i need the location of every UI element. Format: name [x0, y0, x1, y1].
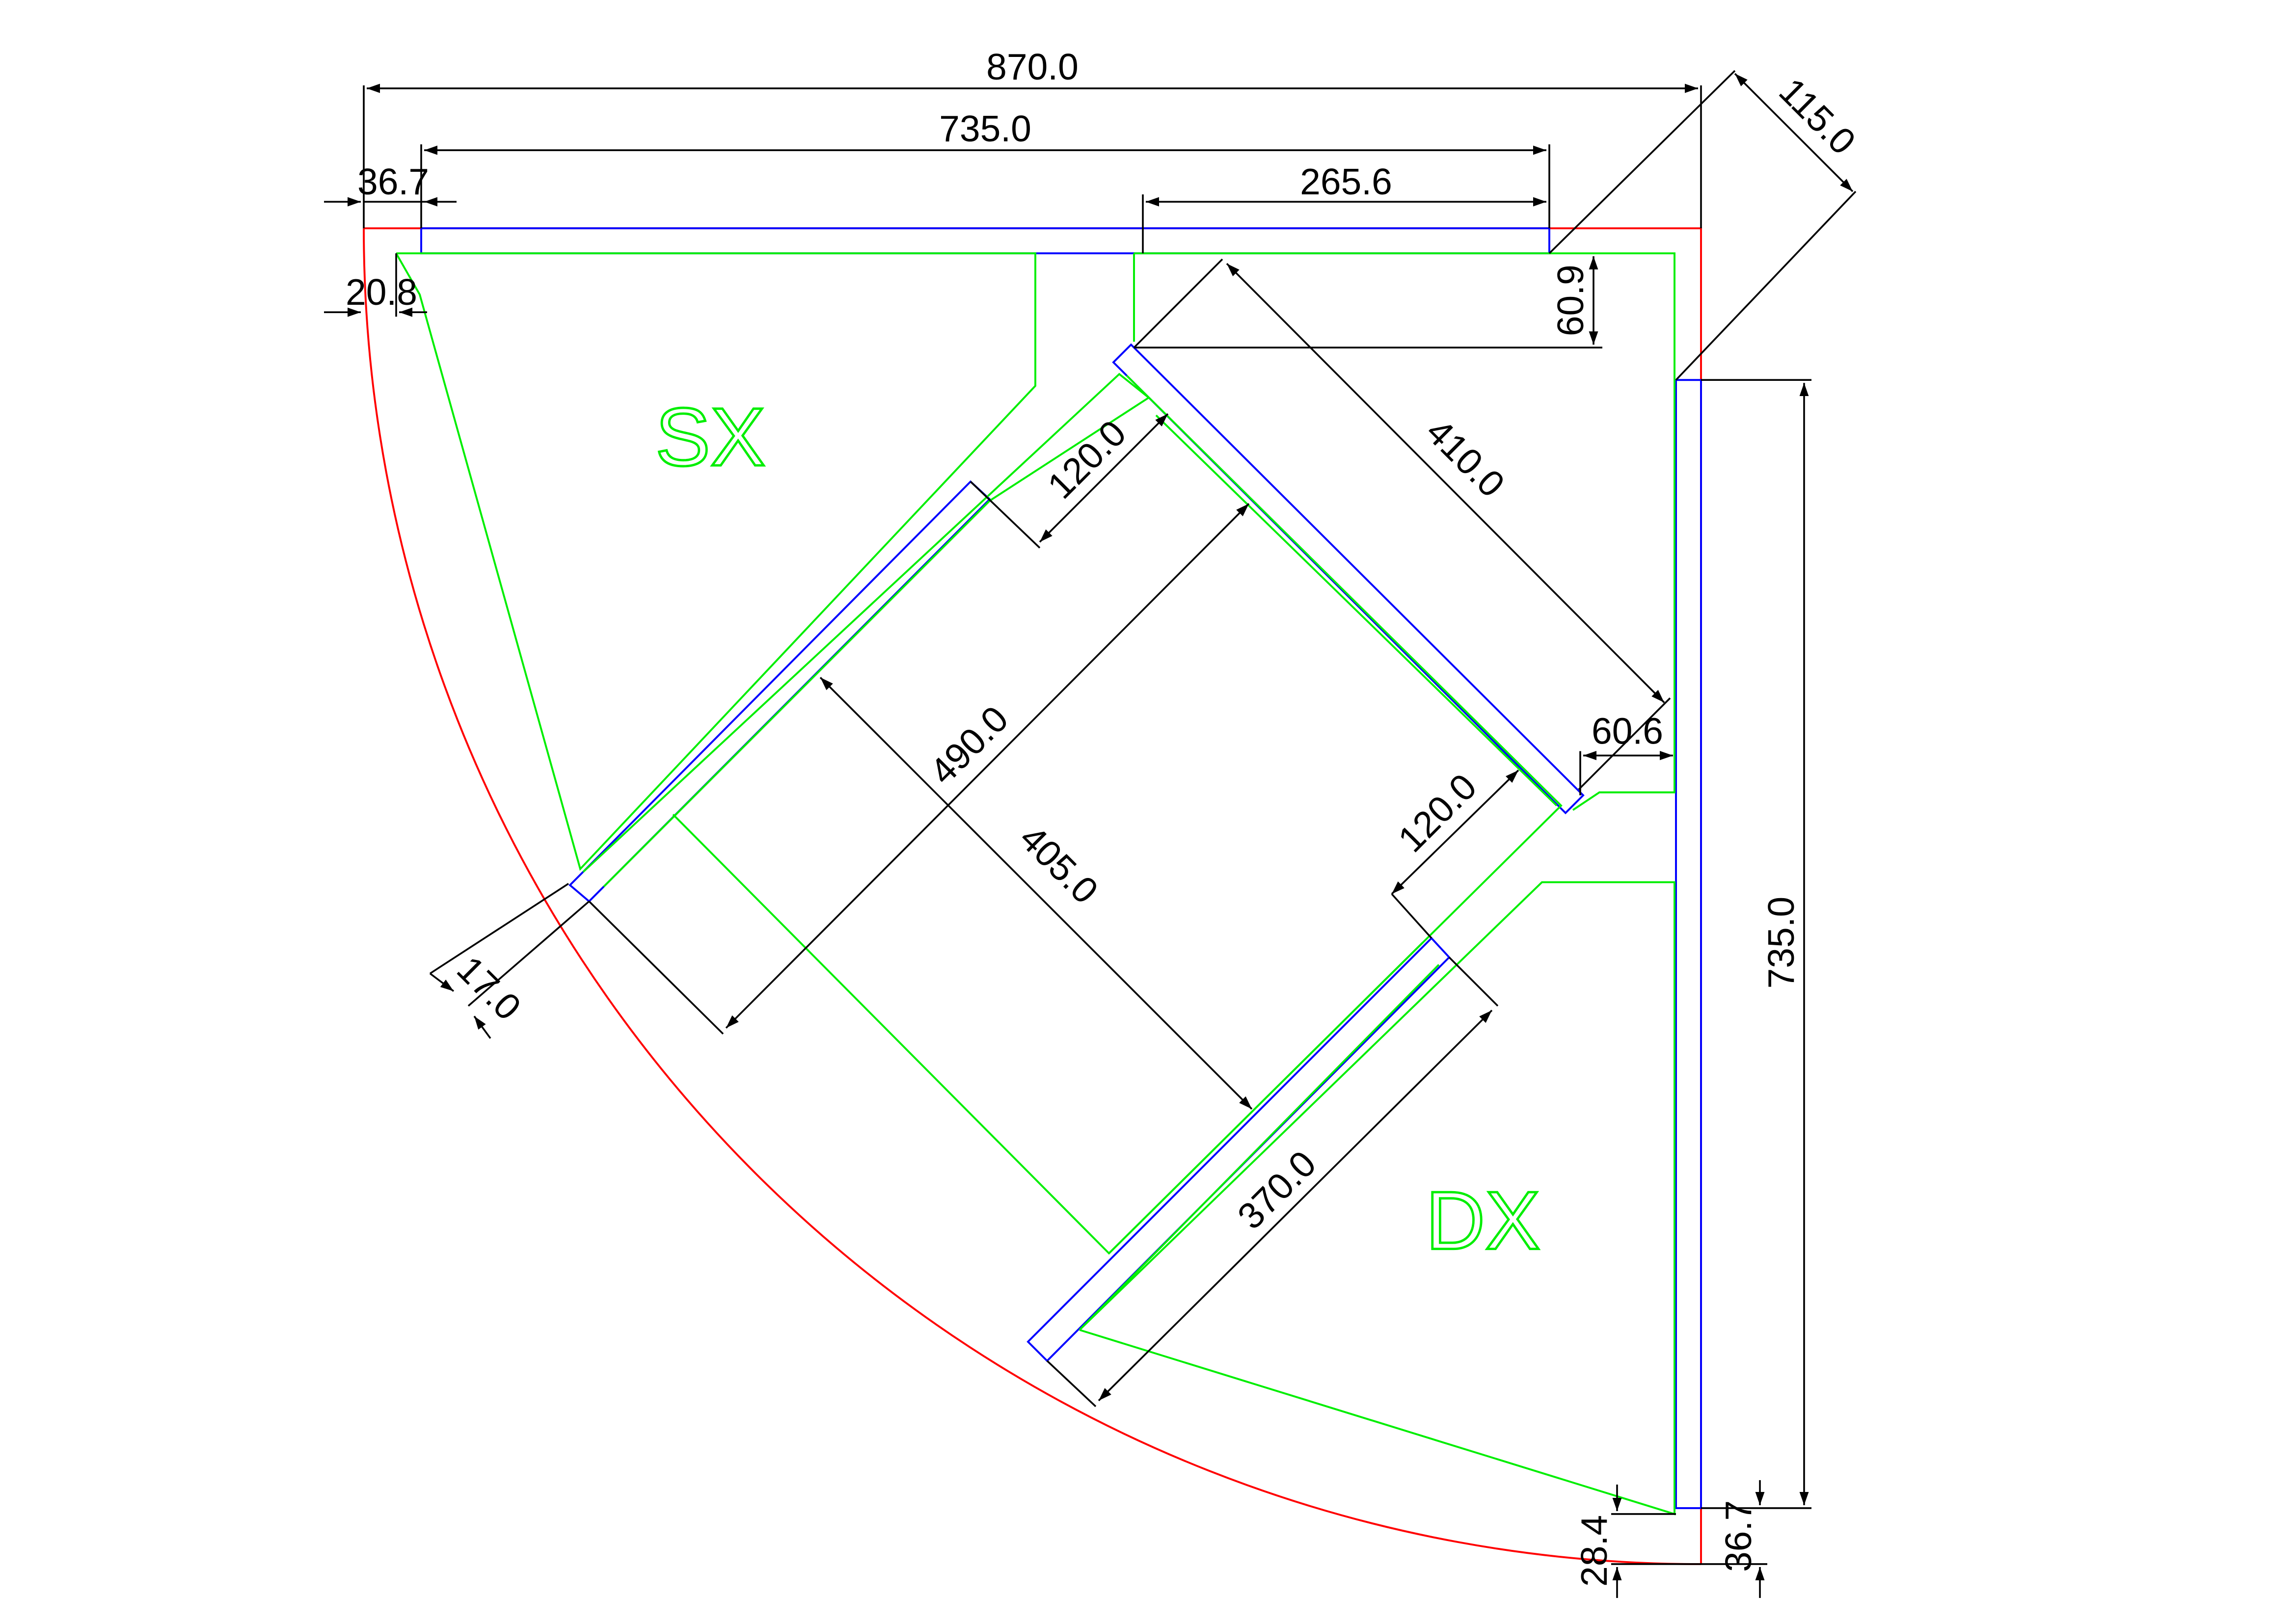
outline-arc: [363, 228, 1702, 1565]
ext-line: [1133, 258, 1223, 348]
dim-405: 405.0: [1012, 817, 1106, 911]
dim-490: 490.0: [922, 698, 1016, 792]
dim-36-7-left: 36.7: [357, 161, 429, 202]
ext-line: [1548, 70, 1736, 254]
dim-line-17-b: [467, 901, 590, 1007]
ext-line: [1675, 190, 1857, 381]
dim-line-490: [725, 503, 1250, 1029]
dim-line-405: [819, 677, 1253, 1110]
dim-36-7-bottom: 36.7: [1718, 1500, 1759, 1572]
green-zones: [395, 252, 1675, 1516]
dim-60-6: 60.6: [1592, 710, 1663, 751]
right-panel: [1675, 379, 1702, 1509]
lower-diagonal-panel: [1026, 936, 1451, 1362]
left-diagonal-panel: [568, 480, 991, 903]
dim-735-right: 735.0: [1760, 897, 1802, 989]
dim-870: 870.0: [986, 46, 1079, 87]
dim-line-17-c: [429, 973, 455, 992]
label-sx: SX: [655, 391, 765, 483]
dim-line-17-d: [473, 1015, 491, 1039]
lower-inner-band: [1079, 942, 1440, 1331]
dim-line-120-lower: [1391, 770, 1519, 895]
dim-120-lower: 120.0: [1390, 766, 1485, 860]
outline-top-edge: [364, 227, 1702, 1564]
dim-265-6: 265.6: [1300, 161, 1392, 202]
dim-20-8: 20.8: [346, 271, 417, 313]
top-panel: [420, 227, 1550, 255]
ext-line: [1391, 893, 1432, 939]
dimension-texts: 870.0 735.0 265.6 36.7 20.8 115.0 60.9 4…: [346, 46, 1864, 1587]
dim-60-9: 60.9: [1550, 265, 1591, 336]
dim-line-370: [1098, 1010, 1493, 1402]
dim-line-115: [1734, 73, 1854, 192]
dimension-lines: [324, 70, 1857, 1598]
ext-line: [1046, 1360, 1097, 1408]
dim-735-top: 735.0: [939, 108, 1031, 149]
dim-line-17: [430, 883, 569, 975]
dx-zone: [1079, 881, 1675, 1516]
dim-line-410: [1226, 263, 1665, 703]
dim-17: 17.0: [449, 948, 529, 1028]
label-dx: DX: [1426, 1174, 1540, 1267]
dim-115: 115.0: [1771, 70, 1864, 162]
outer-outline: [363, 227, 1702, 1565]
dim-28-4: 28.4: [1573, 1515, 1615, 1587]
ext-line: [1578, 697, 1671, 790]
ext-line: [1448, 957, 1499, 1007]
dim-410: 410.0: [1418, 411, 1513, 505]
upper-right-zone: [1133, 252, 1675, 811]
ext-line: [588, 901, 724, 1035]
upper-diagonal-panel: [1112, 343, 1585, 815]
